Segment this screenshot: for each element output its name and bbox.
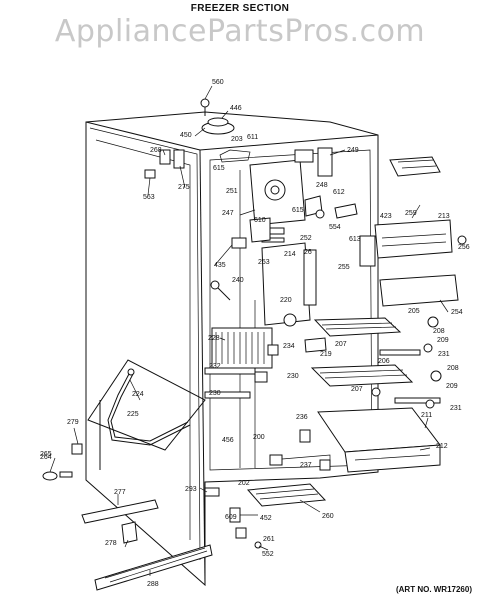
part-label-255: 255 [338, 264, 350, 271]
art-number: (ART NO. WR17260) [395, 585, 472, 594]
evaporator-cover [210, 147, 358, 327]
part-label-423: 423 [380, 213, 392, 220]
part-label-293: 293 [185, 486, 197, 493]
part-label-209: 209 [437, 337, 449, 344]
part-label-613: 613 [349, 236, 361, 243]
part-label-249: 249 [347, 147, 359, 154]
part-label-610: 610 [254, 217, 266, 224]
part-label-231: 231 [438, 351, 450, 358]
part-label-435: 435 [214, 262, 226, 269]
part-label-256: 256 [458, 244, 470, 251]
part-label-207: 207 [351, 386, 363, 393]
bottom-components [42, 429, 331, 591]
part-label-452: 452 [260, 515, 272, 522]
part-label-554: 554 [329, 224, 341, 231]
part-label-200: 200 [253, 434, 265, 441]
evaporator-coil [204, 327, 327, 399]
part-label-225: 225 [127, 411, 139, 418]
drain-tube-inset [87, 359, 206, 451]
part-label-552: 552 [262, 551, 274, 558]
part-label-231: 231 [450, 405, 462, 412]
part-label-232: 232 [209, 363, 221, 370]
part-label-288: 288 [147, 581, 159, 588]
part-label-615: 615 [292, 207, 304, 214]
part-label-203: 203 [231, 136, 243, 143]
part-label-278: 278 [105, 540, 117, 547]
part-label-212: 212 [436, 443, 448, 450]
part-label-206: 206 [378, 358, 390, 365]
part-label-207: 207 [335, 341, 347, 348]
part-label-615: 615 [213, 165, 225, 172]
part-label-261: 261 [263, 536, 275, 543]
part-label-612: 612 [333, 189, 345, 196]
shelves [310, 316, 442, 409]
part-label-264: 264 [40, 454, 52, 461]
part-label-205: 205 [408, 308, 420, 315]
part-label-268: 268 [150, 147, 162, 154]
part-label-236: 236 [296, 414, 308, 421]
part-label-251: 251 [226, 188, 238, 195]
part-label-240: 240 [232, 277, 244, 284]
part-label-611: 611 [247, 134, 258, 141]
part-label-563: 563 [143, 194, 155, 201]
ice-components [317, 156, 467, 473]
part-label-224: 224 [132, 391, 144, 398]
part-label-247: 247 [222, 210, 234, 217]
part-label-260: 260 [322, 513, 334, 520]
part-label-275: 275 [178, 184, 190, 191]
part-label-26: 26 [304, 249, 312, 256]
part-label-220: 220 [280, 297, 292, 304]
part-label-248: 248 [316, 182, 328, 189]
watermark: AppliancePartsPros.com [54, 14, 426, 49]
part-label-234: 234 [283, 343, 295, 350]
part-label-209: 209 [446, 383, 458, 390]
part-label-609: 609 [225, 514, 237, 521]
part-label-228: 228 [208, 335, 220, 342]
part-label-254: 254 [451, 309, 463, 316]
part-label-560: 560 [212, 79, 224, 86]
part-label-230: 230 [287, 373, 299, 380]
section-title: FREEZER SECTION [190, 3, 290, 14]
part-label-446: 446 [230, 105, 242, 112]
part-label-208: 208 [433, 328, 445, 335]
part-label-265: 265 [40, 451, 52, 458]
part-label-211: 211 [421, 412, 432, 419]
part-label-279: 279 [67, 419, 79, 426]
part-label-202: 202 [238, 480, 250, 487]
part-label-259: 259 [405, 210, 417, 217]
part-label-277: 277 [114, 489, 126, 496]
part-label-456: 456 [222, 437, 234, 444]
part-label-213: 213 [438, 213, 450, 220]
part-label-252: 252 [300, 235, 312, 242]
part-label-219: 219 [320, 351, 332, 358]
leader-lines [49, 85, 449, 576]
part-label-230: 230 [209, 390, 221, 397]
part-label-208: 208 [447, 365, 459, 372]
part-label-253: 253 [258, 259, 270, 266]
part-labels: 560 446 450 203 611 268 275 563 615 251 249 248 612 2… [40, 79, 470, 588]
part-label-450: 450 [180, 132, 192, 139]
part-label-214: 214 [284, 251, 296, 258]
part-label-237: 237 [300, 462, 312, 469]
